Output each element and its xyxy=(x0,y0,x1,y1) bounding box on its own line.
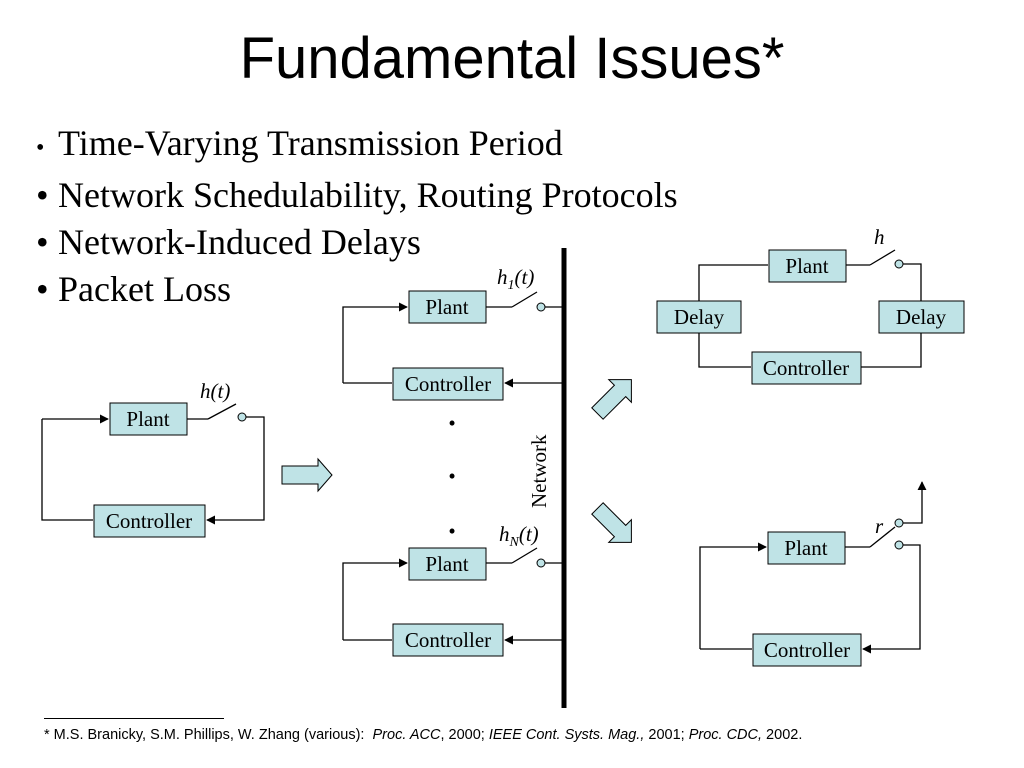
bullet-item: •Network Schedulability, Routing Protoco… xyxy=(36,172,678,219)
network-label: Network xyxy=(527,434,551,508)
plant-box xyxy=(408,290,487,324)
controller-box xyxy=(392,623,504,657)
hN-label: hN(t) xyxy=(499,522,539,550)
feedback-wire xyxy=(699,542,767,649)
footnote-ref2: IEEE Cont. Systs. Mag., xyxy=(488,727,645,743)
bullet-text: Network-Induced Delays xyxy=(58,222,421,262)
bullet-text: Network Schedulability, Routing Protocol… xyxy=(58,175,678,215)
h-of-t-label: h(t) xyxy=(200,379,230,403)
controller-box xyxy=(752,633,862,667)
controller-box xyxy=(392,367,504,401)
networked-loop-n: Plant Controller hN(t) xyxy=(342,522,562,657)
bullet-dot: • xyxy=(36,175,49,215)
r-label: r xyxy=(875,514,884,538)
plant-box xyxy=(767,531,846,565)
h-label: h xyxy=(874,225,885,249)
return-wire xyxy=(206,416,265,525)
plant-label: Plant xyxy=(126,407,169,431)
h1-base: h xyxy=(497,265,508,289)
footnote-ref2-year: 2001; xyxy=(644,727,689,743)
ellipsis-dot: • xyxy=(448,464,455,488)
switch-blade xyxy=(869,249,896,266)
plant-box xyxy=(768,249,847,283)
switch-blade xyxy=(869,526,896,548)
bullet-dot: • xyxy=(36,269,49,309)
switch-contact xyxy=(237,412,247,422)
feedback-wire xyxy=(342,302,408,383)
footnote-ref3: Proc. CDC, xyxy=(688,727,763,743)
ellipsis-dot: • xyxy=(448,519,455,543)
bullet-dot: • xyxy=(36,135,45,161)
footnote-ref1: Proc. ACC xyxy=(372,727,441,743)
plant-label: Plant xyxy=(784,536,827,560)
footnote-rule xyxy=(44,718,224,719)
wire xyxy=(698,333,751,368)
bullet-list: •Time-Varying Transmission Period •Netwo… xyxy=(36,120,678,313)
block-arrow-shape xyxy=(591,502,632,543)
controller-label: Controller xyxy=(405,372,491,396)
controller-label: Controller xyxy=(764,638,850,662)
h1-label: h1(t) xyxy=(497,265,534,293)
hN-arg: (t) xyxy=(519,522,539,546)
delay-box xyxy=(878,300,965,334)
hN-sub: N xyxy=(509,535,520,550)
block-arrow-right xyxy=(281,457,333,493)
packet-loss-loop: Plant Controller r xyxy=(699,481,927,667)
switch-contact xyxy=(536,302,546,312)
switch-blade xyxy=(511,547,538,564)
switch-contact-lower xyxy=(894,540,904,550)
controller-label: Controller xyxy=(405,628,491,652)
delay-label: Delay xyxy=(896,305,947,329)
controller-box xyxy=(93,504,206,538)
controller-box xyxy=(751,351,862,385)
footnote-authors: * M.S. Branicky, S.M. Phillips, W. Zhang… xyxy=(44,727,365,743)
plant-label: Plant xyxy=(425,295,468,319)
single-loop: Plant Controller h(t) xyxy=(41,379,265,538)
feedback-wire xyxy=(342,558,408,640)
switch-contact xyxy=(894,259,904,269)
switch-blade xyxy=(207,403,237,420)
block-arrow-down-right xyxy=(591,502,632,543)
footnote-ref1-year: , 2000; xyxy=(440,727,489,743)
delay-label: Delay xyxy=(674,305,725,329)
switch-contact-upper xyxy=(894,518,904,528)
switch-blade xyxy=(511,291,538,308)
controller-label: Controller xyxy=(106,509,192,533)
feedback-wire xyxy=(41,419,93,521)
plant-label: Plant xyxy=(785,254,828,278)
footnote: * M.S. Branicky, S.M. Phillips, W. Zhang… xyxy=(44,727,802,743)
h1-sub: 1 xyxy=(508,278,515,293)
plant-box xyxy=(408,547,487,581)
block-arrow-up-right xyxy=(591,379,632,420)
footnote-ref3-year: 2002. xyxy=(762,727,803,743)
bullet-dot: • xyxy=(36,222,49,262)
delay-loop: Plant Delay Delay Controller h xyxy=(656,225,965,385)
wire xyxy=(861,333,922,368)
wire xyxy=(698,264,768,301)
drop-output-arrow xyxy=(903,481,927,524)
hN-base: h xyxy=(499,522,510,546)
bullet-item: • Time-Varying Transmission Period xyxy=(36,120,678,172)
bullet-item: •Network-Induced Delays xyxy=(36,219,678,266)
plant-label: Plant xyxy=(425,552,468,576)
slide-title: Fundamental Issues* xyxy=(239,26,785,91)
bullet-text: Time-Varying Transmission Period xyxy=(58,123,563,163)
bullet-text: Packet Loss xyxy=(58,269,231,309)
wire xyxy=(903,263,922,301)
return-wire xyxy=(862,544,921,654)
h1-arg: (t) xyxy=(515,265,535,289)
block-arrow-shape xyxy=(591,379,632,420)
delay-box xyxy=(656,300,742,334)
controller-label: Controller xyxy=(763,356,849,380)
switch-contact xyxy=(536,558,546,568)
ellipsis-dot: • xyxy=(448,411,455,435)
bullet-item: •Packet Loss xyxy=(36,266,678,313)
networked-loop-1: Plant Controller h1(t) xyxy=(342,265,562,401)
